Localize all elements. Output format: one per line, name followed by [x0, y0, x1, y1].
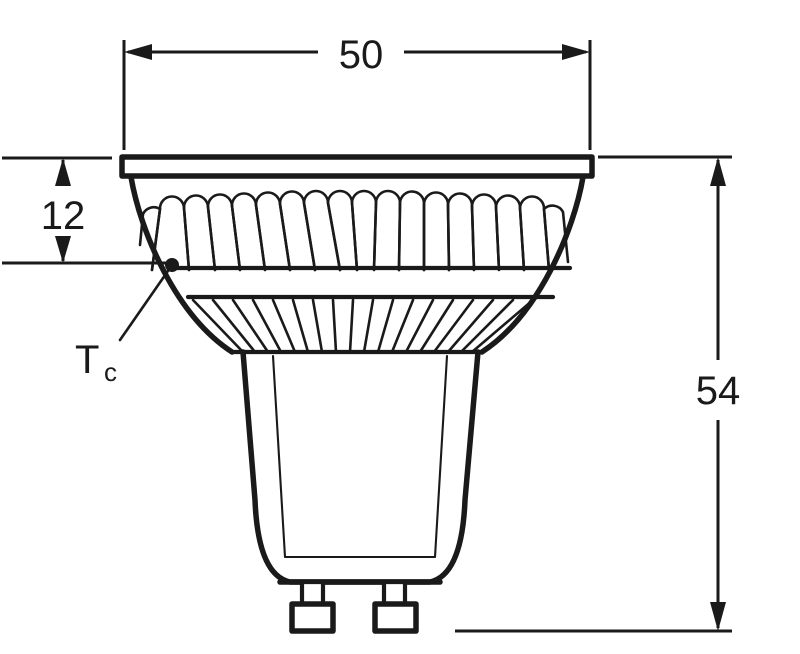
reflector-lower-facets — [191, 298, 535, 354]
reflector-right-wall — [479, 174, 586, 355]
dimension-12-arrow-bottom — [55, 236, 71, 263]
gu10-base-outer — [240, 349, 481, 585]
dimension-54-group: 54 — [455, 155, 741, 633]
front-rim-bar — [119, 154, 595, 179]
dimension-50-arrow-left — [124, 44, 152, 60]
dimension-50-label: 50 — [339, 33, 384, 77]
dimension-50-group: 50 — [122, 33, 592, 150]
tc-leader-line — [118, 266, 172, 342]
dimension-12-label: 12 — [41, 194, 86, 238]
tc-label-subscript: c — [104, 357, 117, 387]
dimension-54-arrow-top — [710, 157, 726, 186]
dimension-54-arrow-bottom — [710, 602, 726, 631]
dimension-12-group: 12 — [2, 156, 176, 265]
reflector-left-wall — [128, 174, 235, 355]
tc-callout-group: T c — [75, 258, 179, 387]
lamp-body-group — [119, 154, 595, 634]
gu10-pin-right-head — [372, 601, 419, 634]
dimension-54-label: 54 — [696, 369, 741, 413]
tc-label-main: T — [75, 338, 99, 382]
reflector-facet-arches — [138, 189, 570, 272]
dimension-12-arrow-top — [55, 158, 71, 186]
dimension-50-arrow-right — [562, 44, 590, 60]
gu10-pin-left-head — [289, 601, 336, 634]
gu10-base-inner — [271, 354, 449, 559]
